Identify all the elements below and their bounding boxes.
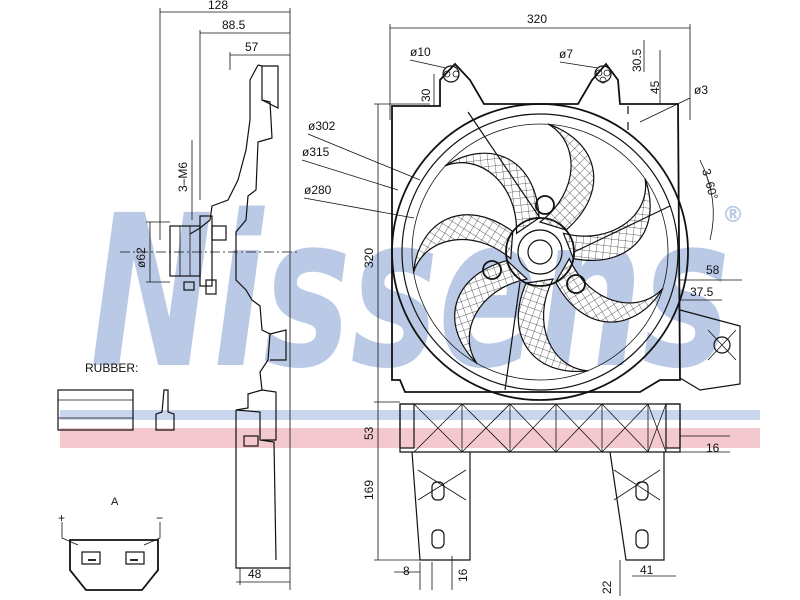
dim-53: 53: [362, 426, 376, 440]
dim-8: 8: [403, 564, 410, 578]
dim-d7: ø7: [559, 47, 573, 61]
front-view: 320 320 ø10 ø7 30.5 45 30 ø3: [301, 12, 742, 596]
dim-3-m6: 3–M6: [176, 162, 190, 192]
dim-41: 41: [640, 563, 654, 577]
rubber-label: RUBBER:: [85, 361, 138, 375]
fan-blade: [517, 278, 589, 373]
dim-30-5: 30.5: [630, 48, 644, 72]
fan-blade: [412, 214, 514, 273]
dim-320-width: 320: [527, 12, 547, 26]
dim-37-5: 37.5: [690, 285, 714, 299]
dim-88-5: 88.5: [222, 18, 246, 32]
fan-blade: [444, 152, 540, 235]
dim-16-right: 16: [706, 441, 720, 455]
band-blue: [60, 410, 760, 420]
dim-320-height: 320: [362, 248, 376, 268]
dim-57: 57: [245, 40, 259, 54]
fan-blade: [554, 257, 664, 323]
side-view: 128 88.5 57 3–M6 ø62: [120, 0, 300, 590]
dim-22: 22: [600, 580, 614, 594]
dim-48: 48: [248, 567, 262, 581]
fan-blade: [454, 259, 529, 365]
dim-d302: ø302: [308, 119, 336, 133]
connector-minus: −: [156, 511, 163, 525]
dim-45: 45: [648, 80, 662, 94]
dim-128: 128: [208, 0, 228, 12]
watermark-registered: ®: [722, 203, 744, 228]
connector-detail: A + −: [58, 496, 163, 591]
dim-d315: ø315: [302, 145, 330, 159]
connector-label-a: A: [111, 496, 119, 508]
fan-blade: [562, 178, 651, 261]
dim-d62: ø62: [134, 247, 148, 268]
dim-30: 30: [419, 88, 433, 102]
fan-blade: [538, 123, 595, 231]
dim-d10: ø10: [410, 45, 431, 59]
dim-d3: ø3: [694, 83, 708, 97]
dim-58: 58: [706, 263, 720, 277]
band-red: [60, 428, 760, 448]
fan-blades: [412, 123, 664, 373]
dim-d280: ø280: [304, 183, 332, 197]
dim-16-bottom: 16: [456, 568, 470, 582]
dim-169: 169: [362, 480, 376, 500]
rubber-detail: RUBBER:: [57, 361, 175, 431]
connector-plus: +: [58, 511, 65, 525]
